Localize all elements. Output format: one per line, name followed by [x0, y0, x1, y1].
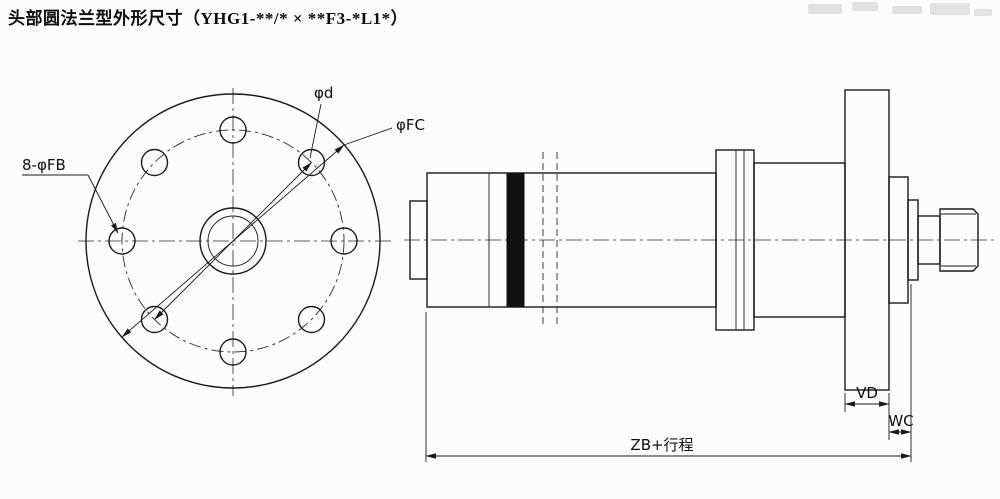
bolt-hole-label: 8-φFB [22, 156, 66, 174]
scan-artifacts [808, 2, 992, 16]
bolt-hole [219, 116, 247, 144]
bolt-hole [140, 148, 169, 177]
drawing-title: 头部圆法兰型外形尺寸（YHG1-**/* × **F3-*L1*） [8, 9, 409, 28]
dim-label-zb: ZB+行程 [630, 436, 693, 454]
scan-smudge [852, 2, 878, 11]
scan-smudge [930, 3, 970, 15]
front-view: φd φFC 8-φFB [22, 84, 425, 396]
flange-outer-circle [85, 93, 381, 389]
bolt-circle-dia-label: φd [314, 84, 333, 102]
dim-label-wc: WC [888, 412, 913, 430]
dimensions: VD WC ZB+行程 [425, 284, 914, 462]
dim-label-vd: VD [856, 384, 878, 402]
leader-bolt-hole [87, 174, 119, 234]
leader-flange-dia [343, 127, 393, 146]
dim-line-flange-dia [121, 144, 345, 338]
bolt-hole [219, 338, 247, 366]
rod-thread-end [939, 208, 979, 272]
scan-smudge [808, 4, 842, 14]
scan-smudge [892, 6, 922, 14]
side-view [404, 89, 996, 391]
flange-dia-label: φFC [396, 116, 425, 134]
scan-smudge [974, 9, 992, 16]
weld-band [506, 172, 525, 308]
